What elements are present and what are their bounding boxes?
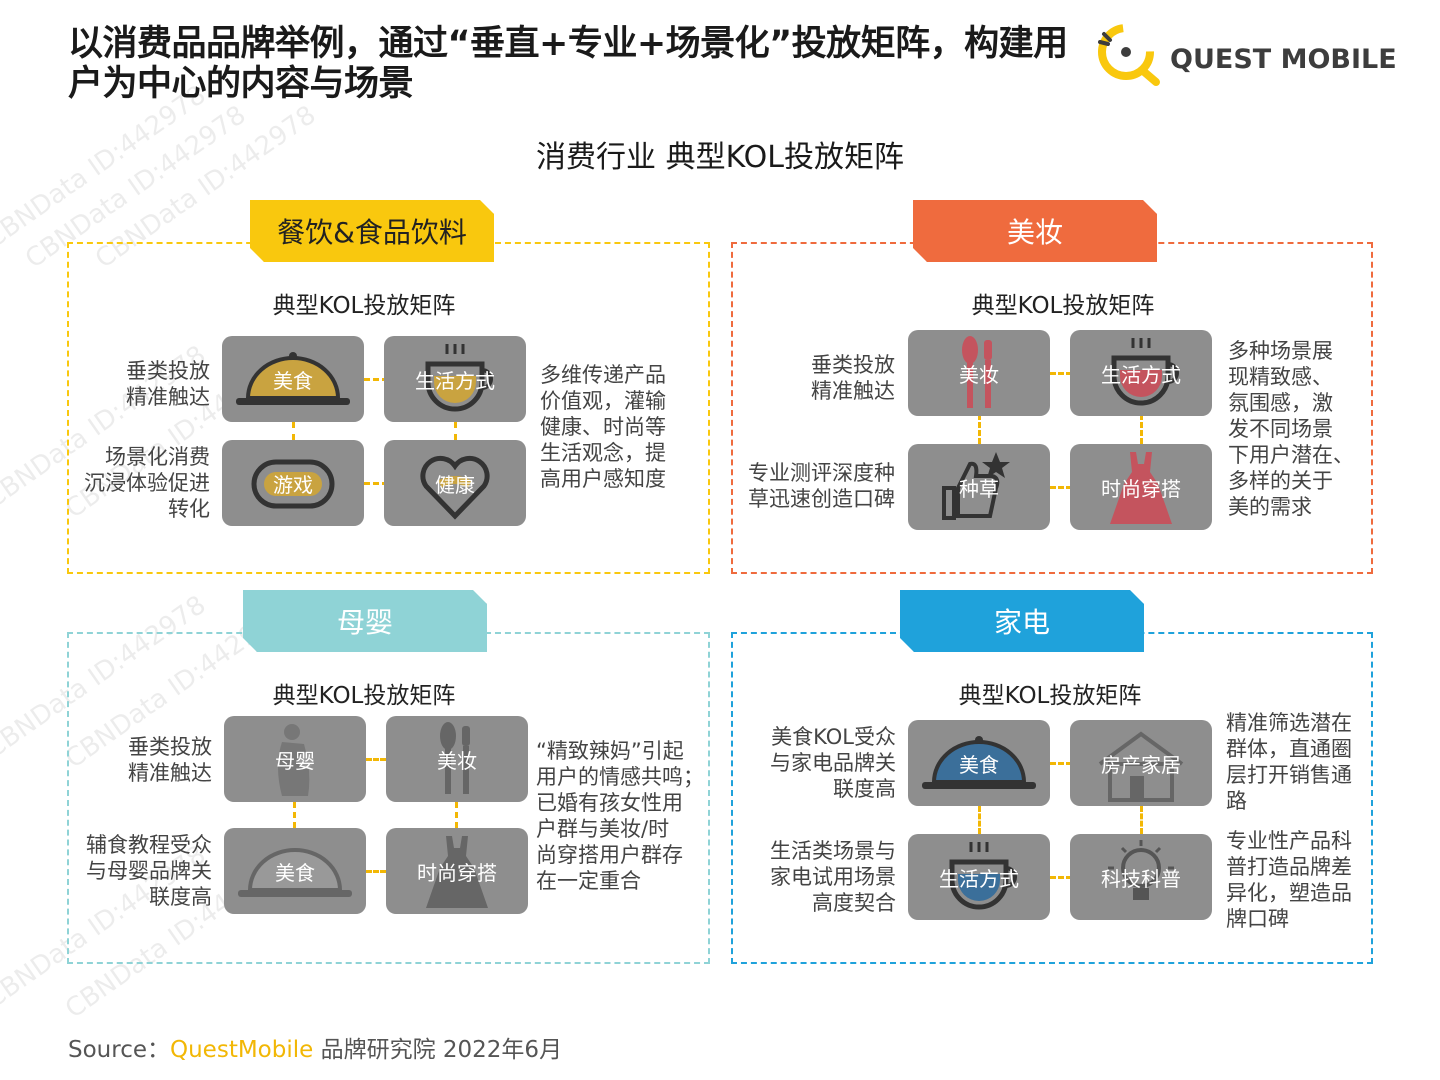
connector <box>293 802 296 828</box>
tile-meishi: 美食 <box>908 720 1050 806</box>
makeup-brush-icon <box>962 336 992 408</box>
note-left-bottom: 场景化消费 沉浸体验促进 转化 <box>84 445 210 521</box>
note-left-top: 垂类投放 精准触达 <box>128 735 212 785</box>
source-rest: 品牌研究院 2022年6月 <box>313 1037 563 1063</box>
tile-tech: 科技科普 <box>1070 834 1212 920</box>
note-left-top: 美食KOL受众 与家电品牌关 联度高 <box>770 725 896 801</box>
note-left-bottom: 生活类场景与 家电试用场景 高度契合 <box>770 839 896 915</box>
source-label: Source： <box>68 1037 170 1063</box>
connector <box>1140 414 1143 444</box>
note-right-top: 精准筛选潜在 群体，直通圈 层打开销售通 路 <box>1226 711 1352 813</box>
matrix-title: 典型KOL投放矩阵 <box>971 293 1155 319</box>
tile-beauty: 美妆 <box>386 716 528 802</box>
connector <box>455 802 458 828</box>
matrix-title: 典型KOL投放矩阵 <box>272 293 456 319</box>
connector <box>1050 486 1072 489</box>
tile-seeding: 种草 <box>908 444 1050 530</box>
cloche-icon <box>236 352 350 405</box>
connector <box>978 806 981 834</box>
source-note: Source：QuestMobile 品牌研究院 2022年6月 <box>68 1030 562 1064</box>
matrix-title: 典型KOL投放矩阵 <box>958 683 1142 709</box>
makeup-brush-icon <box>440 722 470 794</box>
tile-fashion: 时尚穿搭 <box>1070 444 1212 530</box>
connector <box>364 482 388 485</box>
tag-food: 餐饮&食品饮料 <box>250 200 494 262</box>
tile-beauty: 美妆 <box>908 330 1050 416</box>
tile-meishi: 美食 <box>224 828 366 914</box>
tile-meishi: 美食 <box>222 336 364 422</box>
matrix-title: 典型KOL投放矩阵 <box>272 683 456 709</box>
tile-baby: 母婴 <box>224 716 366 802</box>
connector <box>366 758 386 761</box>
connector <box>1050 372 1072 375</box>
connector <box>366 870 386 873</box>
gamepad-icon <box>251 459 335 509</box>
connector <box>1050 876 1072 879</box>
connector <box>454 422 457 440</box>
note-right: 多种场景展 现精致感、 氛围感，激 发不同场景 下用户潜在、 多样的关于 美的需… <box>1228 339 1354 519</box>
tile-health: 健康 <box>384 440 526 526</box>
house-icon <box>1098 731 1184 802</box>
tile-fashion: 时尚穿搭 <box>386 828 528 914</box>
note-right: 多维传递产品 价值观，灌输 健康、时尚等 生活观念，提 高用户感知度 <box>540 363 666 491</box>
note-left-top: 垂类投放 精准触达 <box>126 359 210 409</box>
source-org: QuestMobile <box>170 1037 314 1063</box>
tile-home: 房产家居 <box>1070 720 1212 806</box>
coffee-cup-icon <box>949 842 1017 910</box>
connector <box>292 422 295 440</box>
tile-lifestyle: 生活方式 <box>908 834 1050 920</box>
tile-game: 游戏 <box>222 440 364 526</box>
brand-name: QUEST MOBILE <box>1170 44 1397 75</box>
mother-baby-icon <box>278 724 314 796</box>
dress-icon <box>1110 452 1172 524</box>
page-title: 以消费品品牌举例，通过“垂直+专业+场景化”投放矩阵，构建用户为中心的内容与场景 <box>68 24 1068 104</box>
heart-icon <box>420 455 490 520</box>
tile-lifestyle: 生活方式 <box>384 336 526 422</box>
quest-mobile-logo-icon <box>1098 24 1160 86</box>
connector <box>1140 806 1143 834</box>
note-right: “精致辣妈”引起 用户的情感共鸣； 已婚有孩女性用 户群与美妆/时 尚穿搭用户群… <box>536 739 704 893</box>
connector <box>364 378 388 381</box>
dress-icon <box>426 836 488 908</box>
note-left-bottom: 辅食教程受众 与母婴品牌关 联度高 <box>86 833 212 909</box>
diagram-title: 消费行业 典型KOL投放矩阵 <box>536 140 904 175</box>
tag-beauty: 美妆 <box>913 200 1157 262</box>
tile-lifestyle: 生活方式 <box>1070 330 1212 416</box>
note-left-top: 垂类投放 精准触达 <box>811 353 895 403</box>
cloche-icon <box>922 736 1036 789</box>
connector <box>978 414 981 444</box>
tag-baby: 母婴 <box>243 590 487 652</box>
lightbulb-icon <box>1108 840 1174 900</box>
coffee-cup-icon <box>1111 338 1179 406</box>
coffee-cup-icon <box>425 344 493 412</box>
note-left-bottom: 专业测评深度种 草迅速创造口碑 <box>748 461 895 511</box>
connector <box>1050 762 1072 765</box>
tag-appliance: 家电 <box>900 590 1144 652</box>
cloche-icon <box>238 848 352 897</box>
thumbs-up-star-icon <box>942 452 1010 520</box>
note-right-bottom: 专业性产品科 普打造品牌差 异化，塑造品 牌口碑 <box>1226 829 1352 931</box>
